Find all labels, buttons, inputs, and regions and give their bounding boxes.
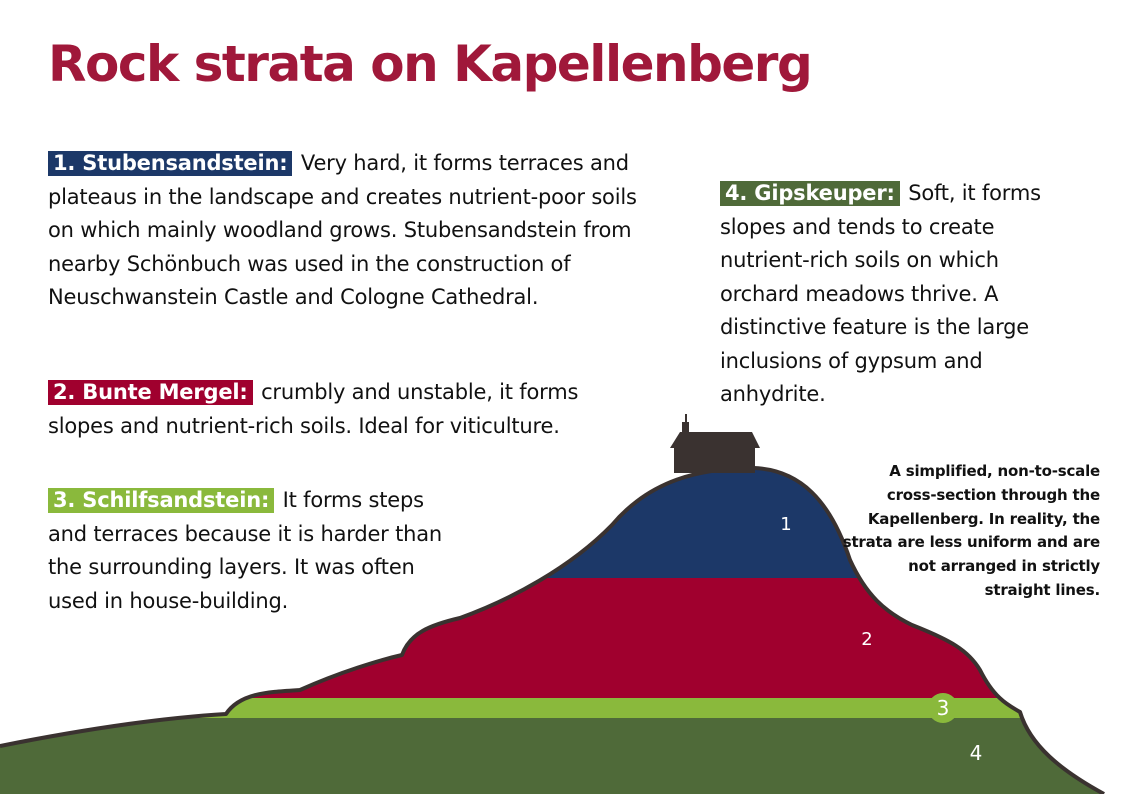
stratum-2-label: 2. Bunte Mergel: — [48, 380, 253, 405]
stratum-2-text: crumbly and unstable, it forms slopes an… — [48, 380, 579, 438]
page-title: Rock strata on Kapellenberg — [48, 35, 813, 93]
hill-outline — [0, 466, 1105, 794]
stratum-1-description: 1. Stubensandstein: Very hard, it forms … — [48, 147, 638, 315]
stratum-4-label: 4. Gipskeuper: — [720, 181, 900, 206]
stratum-4-text: Soft, it forms slopes and tends to creat… — [720, 181, 1041, 406]
stratum-1-label: 1. Stubensandstein: — [48, 151, 293, 176]
stratum-1-text: Very hard, it forms terraces and plateau… — [48, 151, 637, 309]
diagram-label-1: 1 — [780, 514, 791, 535]
stratum-4-description: 4. Gipskeuper: Soft, it forms slopes and… — [720, 177, 1070, 412]
diagram-label-3: 3 — [937, 696, 950, 720]
layer-3-schilfsandstein — [0, 698, 1104, 718]
diagram-label-4: 4 — [970, 741, 983, 765]
stratum-3-text: It forms steps and terraces because it i… — [48, 488, 443, 613]
diagram-label-2: 2 — [861, 629, 872, 650]
stratum-3-label: 3. Schilfsandstein: — [48, 488, 275, 513]
stratum-3-description: 3. Schilfsandstein: It forms steps and t… — [48, 484, 448, 618]
chapel-icon — [670, 414, 760, 473]
stratum-2-description: 2. Bunte Mergel: crumbly and unstable, i… — [48, 376, 618, 443]
diagram-caption: A simplified, non-to-scale cross-section… — [842, 462, 1100, 599]
layer-3-marker — [928, 693, 958, 723]
